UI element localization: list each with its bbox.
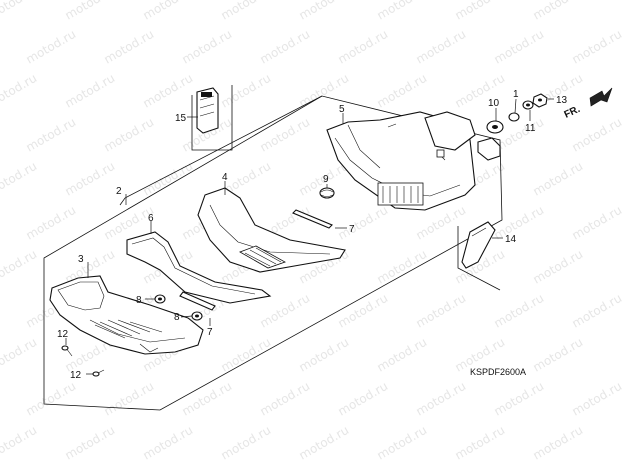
callout-8-a: 8 xyxy=(136,295,142,306)
part-5-housing xyxy=(326,111,476,211)
callout-14: 14 xyxy=(505,234,517,245)
diagram-code: KSPDF2600A xyxy=(470,367,526,377)
callout-2: 2 xyxy=(116,186,122,197)
part-10-grommet xyxy=(477,120,504,161)
part-7-strip-lower xyxy=(179,291,216,311)
part-7-strip-upper xyxy=(292,209,333,229)
part-12-screw-a xyxy=(61,345,73,357)
part-9-bulb xyxy=(319,187,335,199)
part-4-lens xyxy=(197,187,346,273)
part-6-gasket xyxy=(126,231,272,304)
callout-5: 5 xyxy=(339,104,345,115)
part-14-bracket xyxy=(457,226,501,291)
callout-12-b: 12 xyxy=(70,370,82,381)
callout-3: 3 xyxy=(78,254,84,265)
callout-12-a: 12 xyxy=(57,329,69,340)
part-15-switch xyxy=(196,87,219,134)
part-8-grommet-b xyxy=(191,311,203,321)
front-direction-arrow xyxy=(589,87,613,107)
part-8-grommet-a xyxy=(154,294,166,304)
callout-8-b: 8 xyxy=(174,312,180,323)
part-1-bulb-socket xyxy=(508,112,520,122)
part-14-reflector xyxy=(461,221,496,269)
part-15-bracket xyxy=(191,85,233,151)
leader-lines xyxy=(65,98,554,375)
callout-9: 9 xyxy=(323,174,329,185)
callout-13: 13 xyxy=(556,95,568,106)
callout-11: 11 xyxy=(525,123,536,134)
inner-frame-line xyxy=(119,95,323,206)
callouts: 15 2 3 4 5 6 7 7 8 8 9 10 1 11 13 14 12 … xyxy=(57,89,582,381)
callout-4: 4 xyxy=(222,172,228,183)
callout-10: 10 xyxy=(488,98,500,109)
callout-6: 6 xyxy=(148,213,154,224)
callout-7-lower: 7 xyxy=(207,327,213,338)
part-13-nut xyxy=(532,93,548,108)
callout-7-upper: 7 xyxy=(349,224,355,235)
callout-1: 1 xyxy=(513,89,519,100)
part-3-outer-housing xyxy=(49,275,204,355)
callout-15: 15 xyxy=(175,113,187,124)
part-11-washer xyxy=(522,100,534,110)
